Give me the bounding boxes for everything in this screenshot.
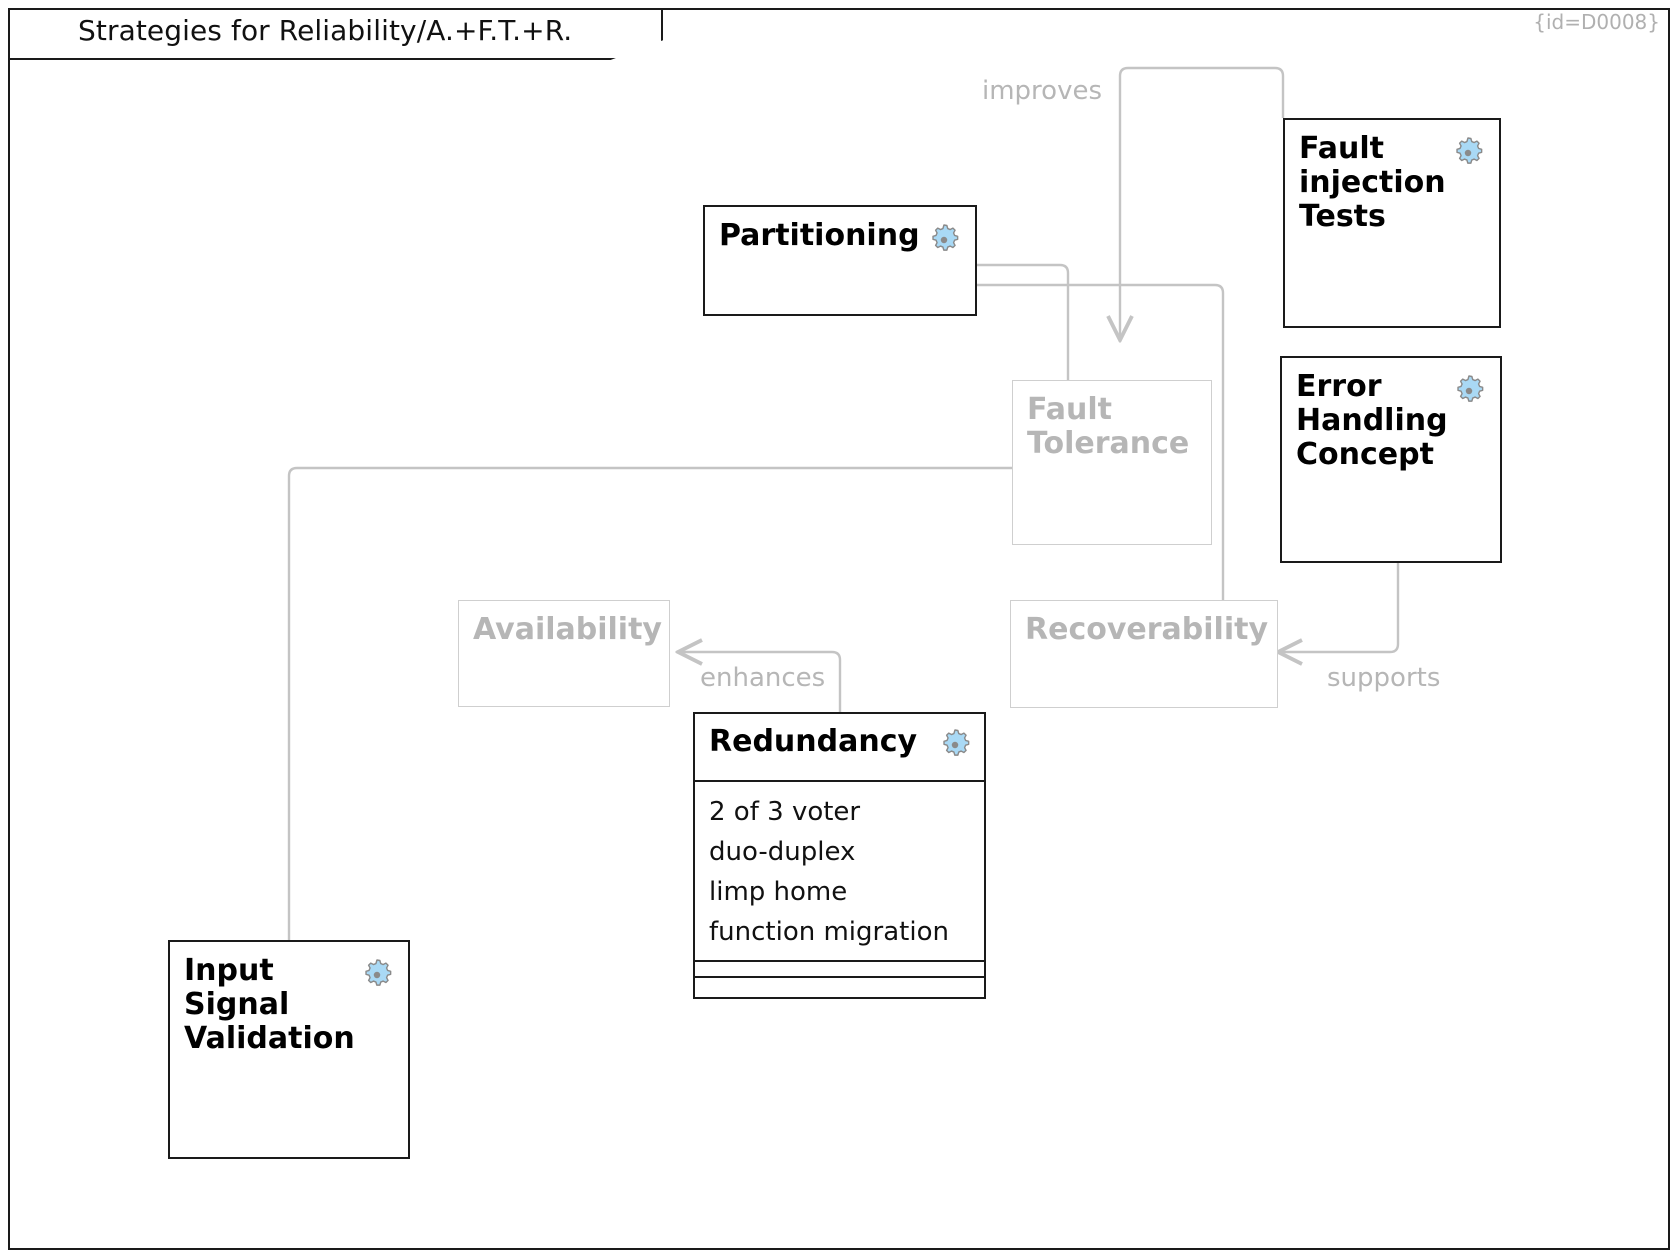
node-partitioning-title: Partitioning: [719, 218, 920, 253]
edge-label-enhances: enhances: [700, 663, 826, 693]
node-fault-injection-tests-title: Fault injection Tests: [1299, 131, 1446, 234]
node-fault-injection-tests[interactable]: Fault injection Tests: [1283, 118, 1501, 328]
node-availability-title: Availability: [473, 612, 662, 647]
node-input-signal-validation[interactable]: Input Signal Validation: [168, 940, 410, 1159]
list-item: function migration: [709, 917, 949, 948]
gear-icon: [1456, 137, 1483, 164]
node-redundancy-compartment-1: [695, 960, 984, 976]
node-partitioning[interactable]: Partitioning: [703, 205, 977, 316]
edge-label-supports: supports: [1327, 663, 1441, 693]
node-fault-tolerance-title: Fault Tolerance: [1027, 392, 1190, 461]
frame-title-label: Strategies for Reliability/A.+F.T.+R.: [78, 14, 573, 47]
node-availability[interactable]: Availability: [458, 600, 670, 707]
node-recoverability-title: Recoverability: [1025, 612, 1269, 647]
node-error-handling-concept-title: Error Handling Concept: [1296, 369, 1448, 472]
edge-label-improves: improves: [982, 76, 1103, 106]
node-input-signal-validation-title: Input Signal Validation: [184, 953, 355, 1056]
node-redundancy-header: Redundancy: [695, 714, 984, 782]
node-error-handling-concept[interactable]: Error Handling Concept: [1280, 356, 1502, 563]
node-fault-tolerance[interactable]: Fault Tolerance: [1012, 380, 1212, 545]
node-redundancy-items: 2 of 3 voter duo-duplex limp home functi…: [695, 782, 984, 960]
node-redundancy[interactable]: Redundancy 2 of 3 voter duo-duplex limp …: [693, 712, 986, 999]
node-recoverability[interactable]: Recoverability: [1010, 600, 1278, 708]
list-item: duo-duplex: [709, 837, 856, 868]
frame-id-marker: {id=D0008}: [1533, 10, 1660, 34]
gear-icon: [943, 729, 970, 756]
gear-icon: [932, 224, 959, 251]
gear-icon: [1457, 375, 1484, 402]
list-item: 2 of 3 voter: [709, 797, 861, 827]
node-redundancy-compartment-2: [695, 976, 984, 992]
list-item: limp home: [709, 877, 848, 908]
gear-icon: [365, 959, 392, 986]
frame-title-tab: [8, 8, 663, 60]
node-redundancy-title: Redundancy: [709, 724, 918, 759]
